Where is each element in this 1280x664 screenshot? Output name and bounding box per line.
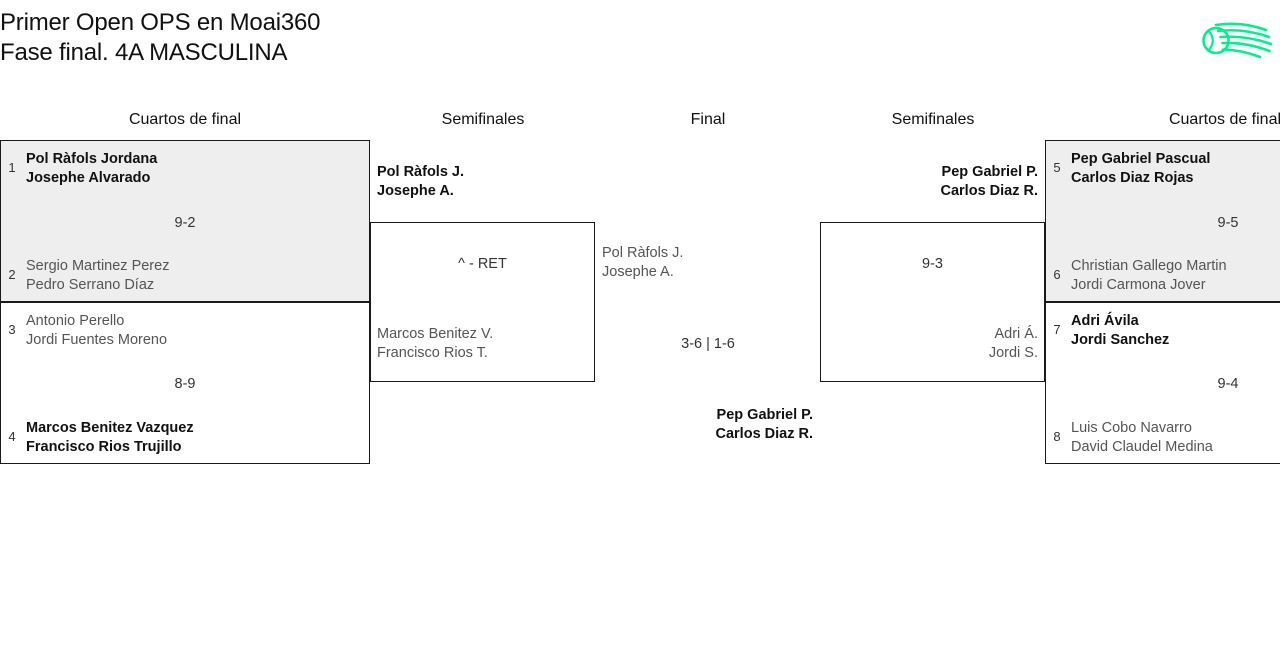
team-final-left[interactable]: Pol Ràfols J. Josephe A.: [602, 244, 683, 282]
round-header-semifinals-left: Semifinales: [441, 111, 525, 128]
match-box-qf2-left[interactable]: [0, 302, 370, 464]
player-name: Jordi Carmona Jover: [1071, 277, 1206, 293]
player-name: Adri Á.: [994, 326, 1038, 342]
team-qf2-right-top[interactable]: Adri Ávila Jordi Sanchez: [1071, 312, 1169, 350]
player-name: Christian Gallego Martin: [1071, 258, 1227, 274]
player-name: Pol Ràfols J.: [602, 245, 684, 261]
team-final-champion[interactable]: Pep Gabriel P. Carlos Diaz R.: [613, 406, 814, 444]
score-qf2-right: 9-4: [1217, 376, 1239, 392]
player-name: Jordi S.: [988, 345, 1038, 361]
player-name: Sergio Martinez Perez: [26, 258, 170, 274]
score-qf2-left: 8-9: [174, 376, 196, 392]
team-sf-left-top[interactable]: Pol Ràfols J. Josephe A.: [377, 163, 464, 201]
team-qf2-left-bottom[interactable]: Marcos Benitez Vazquez Francisco Rios Tr…: [26, 419, 194, 457]
player-name: Jordi Fuentes Moreno: [26, 332, 168, 348]
player-name: Carlos Diaz R.: [715, 426, 814, 442]
match-box-sf-left[interactable]: [370, 222, 595, 382]
player-name: Carlos Diaz Rojas: [1071, 170, 1194, 186]
seed-number-7: 7: [1053, 322, 1061, 337]
seed-number-3: 3: [8, 322, 16, 337]
team-qf1-left-top[interactable]: Pol Ràfols Jordana Josephe Alvarado: [26, 150, 157, 188]
player-name: Josephe Alvarado: [26, 170, 151, 186]
player-name: Pol Ràfols J.: [377, 164, 465, 180]
team-sf-left-bottom[interactable]: Marcos Benitez V. Francisco Rios T.: [377, 325, 493, 363]
seed-number-1: 1: [8, 160, 16, 175]
match-box-qf1-left[interactable]: [0, 140, 370, 302]
player-name: Luis Cobo Navarro: [1071, 420, 1192, 436]
moai360-ball-swoosh-logo: [1202, 22, 1273, 59]
player-name: Adri Ávila: [1071, 313, 1139, 329]
player-name: Pep Gabriel P.: [941, 164, 1038, 180]
round-header-quarterfinals-left: Cuartos de final: [128, 111, 242, 128]
match-box-qf1-right[interactable]: [1045, 140, 1280, 302]
score-qf1-right: 9-5: [1217, 215, 1239, 231]
match-box-qf2-right[interactable]: [1045, 302, 1280, 464]
seed-number-5: 5: [1053, 160, 1061, 175]
player-name: Antonio Perello: [26, 313, 125, 329]
match-box-sf-right[interactable]: [820, 222, 1045, 382]
player-name: Francisco Rios Trujillo: [26, 439, 182, 455]
seed-number-8: 8: [1053, 429, 1061, 444]
score-sf-right: 9-3: [922, 256, 943, 272]
player-name: Josephe A.: [377, 183, 454, 199]
team-sf-right-top[interactable]: Pep Gabriel P. Carlos Diaz R.: [838, 163, 1039, 201]
score-sf-left: ^ - RET: [458, 256, 507, 272]
score-final: 3-6 | 1-6: [681, 336, 735, 352]
seed-number-2: 2: [8, 267, 16, 282]
player-name: Marcos Benitez V.: [377, 326, 494, 342]
team-qf1-right-top[interactable]: Pep Gabriel Pascual Carlos Diaz Rojas: [1071, 150, 1210, 188]
title-line-1: Primer Open OPS en Moai360: [0, 9, 321, 36]
team-qf2-left-top[interactable]: Antonio Perello Jordi Fuentes Moreno: [26, 312, 167, 350]
player-name: Pedro Serrano Díaz: [26, 277, 155, 293]
team-sf-right-bottom[interactable]: Adri Á. Jordi S.: [838, 325, 1038, 363]
player-name: Pol Ràfols Jordana: [26, 151, 158, 167]
round-header-final: Final: [690, 111, 726, 128]
player-name: Pep Gabriel Pascual: [1071, 151, 1211, 167]
player-name: Josephe A.: [602, 264, 674, 280]
player-name: Marcos Benitez Vazquez: [26, 420, 194, 436]
seed-number-6: 6: [1053, 267, 1061, 282]
title-line-2: Fase final. 4A MASCULINA: [0, 39, 288, 66]
player-name: Carlos Diaz R.: [940, 183, 1039, 199]
player-name: David Claudel Medina: [1071, 439, 1213, 455]
round-header-quarterfinals-right: Cuartos de final: [1168, 111, 1280, 128]
player-name: Francisco Rios T.: [377, 345, 488, 361]
seed-number-4: 4: [8, 429, 16, 444]
team-qf1-right-bottom[interactable]: Christian Gallego Martin Jordi Carmona J…: [1071, 257, 1227, 295]
score-qf1-left: 9-2: [174, 215, 196, 231]
team-qf2-right-bottom[interactable]: Luis Cobo Navarro David Claudel Medina: [1071, 419, 1213, 457]
player-name: Jordi Sanchez: [1071, 332, 1170, 348]
team-qf1-left-bottom[interactable]: Sergio Martinez Perez Pedro Serrano Díaz: [26, 257, 169, 295]
player-name: Pep Gabriel P.: [716, 407, 813, 423]
round-header-semifinals-right: Semifinales: [891, 111, 975, 128]
